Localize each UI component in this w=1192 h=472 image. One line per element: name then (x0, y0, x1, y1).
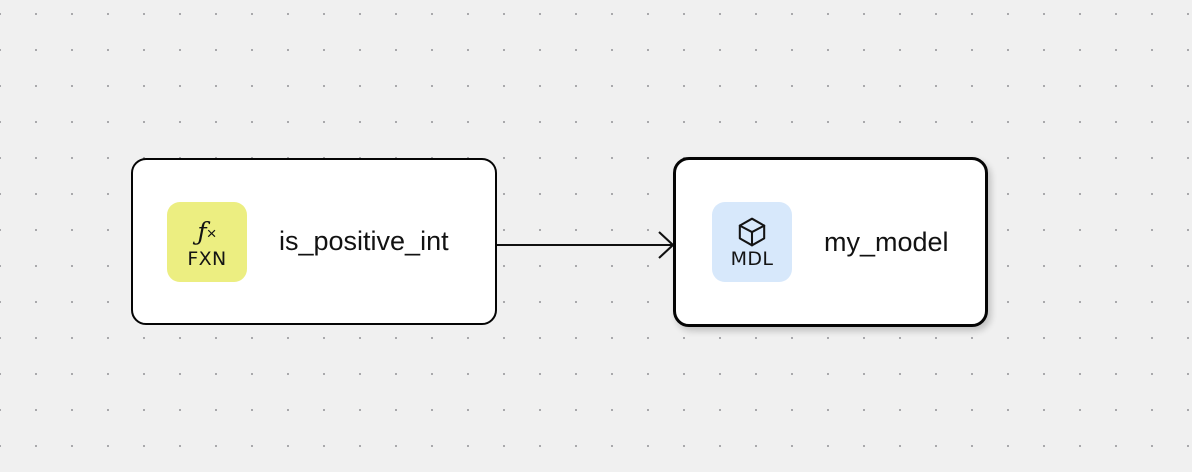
node-badge-label: MDL (730, 248, 774, 270)
cube-box-icon (735, 215, 769, 249)
node-title: my_model (824, 226, 949, 257)
function-fx-icon: ƒ× (197, 217, 217, 246)
node-badge-fxn[interactable]: ƒ× FXN (167, 201, 247, 282)
node-title: is_positive_int (279, 226, 449, 256)
node-badge-mdl[interactable]: MDL (712, 202, 792, 282)
node-is_positive_int[interactable]: ƒ× FXN is_positive_int (131, 158, 497, 325)
node-badge-label: FXN (187, 247, 227, 270)
node-my_model[interactable]: MDL my_model (673, 157, 988, 327)
